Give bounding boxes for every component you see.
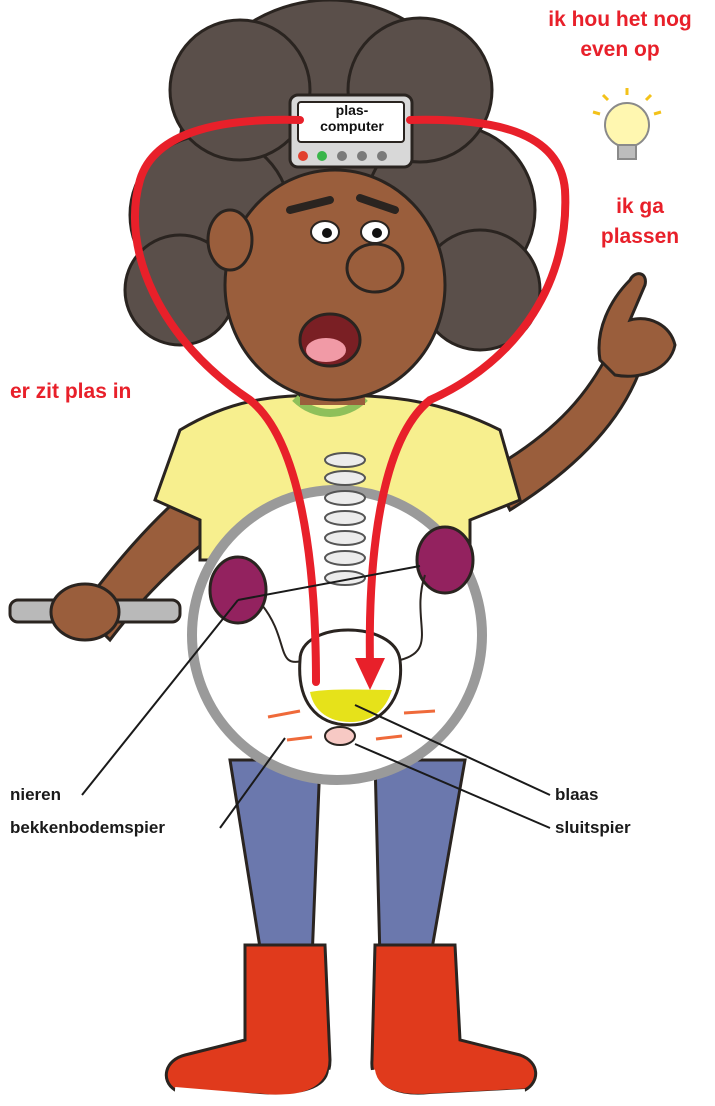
left-hand bbox=[51, 584, 119, 640]
tongue bbox=[306, 338, 346, 362]
plas-computer-line2: computer bbox=[298, 118, 406, 134]
label-nieren: nieren bbox=[10, 785, 61, 805]
right-shoe bbox=[372, 945, 536, 1095]
label-sluitspier: sluitspier bbox=[555, 818, 631, 838]
left-leg bbox=[230, 760, 320, 960]
label-bekkenbodemspier: bekkenbodemspier bbox=[10, 818, 165, 838]
pointing-hand bbox=[599, 274, 675, 377]
signal-label: er zit plas in bbox=[10, 380, 131, 404]
go-thought: ik ga plassen bbox=[585, 195, 695, 249]
hold-thought-line1: ik hou het nog bbox=[530, 8, 710, 32]
plas-computer-line1: plas- bbox=[298, 102, 406, 118]
go-thought-line1: ik ga bbox=[585, 195, 695, 219]
left-shoe bbox=[166, 945, 330, 1096]
left-ear bbox=[208, 210, 252, 270]
lightbulb-icon bbox=[593, 88, 661, 159]
hold-thought-line2: even op bbox=[530, 38, 710, 62]
sphincter bbox=[325, 727, 355, 745]
label-blaas: blaas bbox=[555, 785, 598, 805]
right-leg bbox=[375, 760, 465, 960]
left-kidney bbox=[210, 557, 266, 623]
nose bbox=[347, 244, 403, 292]
hold-thought: ik hou het nog even op bbox=[530, 8, 710, 62]
plas-computer-screen: plas- computer bbox=[298, 102, 406, 134]
right-kidney bbox=[417, 527, 473, 593]
go-thought-line2: plassen bbox=[585, 225, 695, 249]
